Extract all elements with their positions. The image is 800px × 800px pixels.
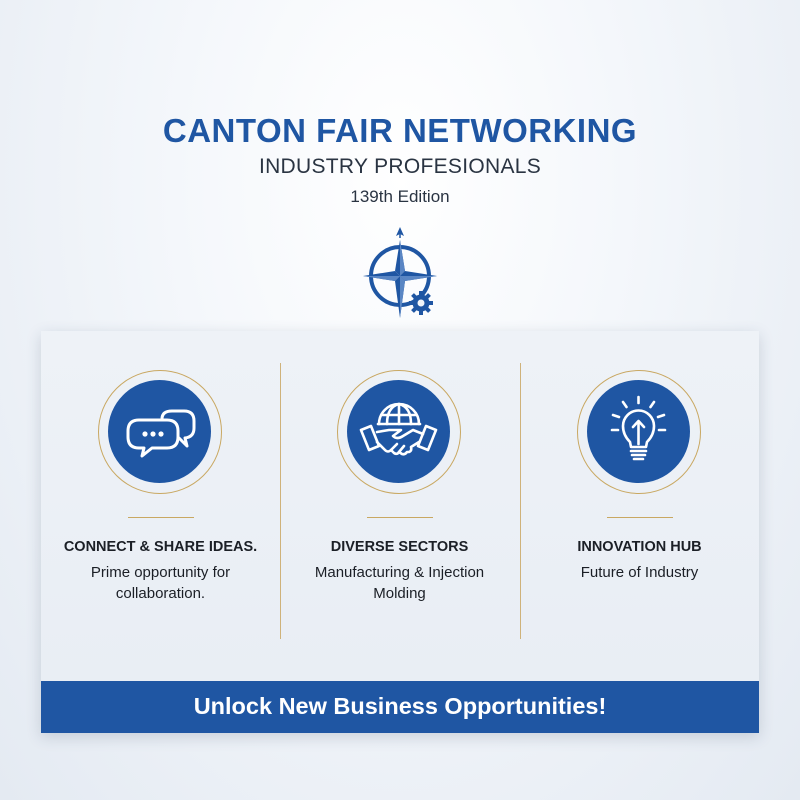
page-title: CANTON FAIR NETWORKING: [162, 112, 638, 149]
icon-ring: [337, 370, 461, 494]
icon-ring: [98, 370, 222, 494]
gold-rule: [128, 517, 194, 518]
column-divider: [280, 363, 281, 639]
feature-description: Manufacturing & Injection Molding: [314, 564, 485, 602]
header: CANTON FAIR NETWORKING INDUSTRY PROFESIO…: [0, 112, 800, 208]
feature-title: INNOVATION HUB: [577, 539, 702, 555]
feature-description: Future of Industry: [580, 564, 699, 581]
cta-banner: Unlock New Business Opportunities!: [41, 681, 759, 733]
edition-label: 139th Edition: [350, 187, 450, 206]
gold-rule: [607, 517, 673, 518]
gold-rule: [367, 517, 433, 518]
lightbulb-icon: [587, 380, 690, 483]
chat-bubbles-icon: [108, 380, 211, 483]
feature-description: Prime opportunity for collaboration.: [90, 564, 231, 602]
feature-innovation: INNOVATION HUB Future of Industry: [520, 331, 759, 681]
icon-ring: [577, 370, 701, 494]
feature-connect: CONNECT & SHARE IDEAS. Prime opportunity…: [41, 331, 280, 681]
page-subtitle: INDUSTRY PROFESIONALS: [258, 155, 542, 178]
column-divider: [520, 363, 521, 639]
feature-title: CONNECT & SHARE IDEAS.: [63, 539, 258, 555]
globe-handshake-icon: [347, 380, 450, 483]
feature-sectors: DIVERSE SECTORS Manufacturing & Injectio…: [280, 331, 519, 681]
feature-title: DIVERSE SECTORS: [330, 539, 469, 555]
features-panel: CONNECT & SHARE IDEAS. Prime opportunity…: [41, 331, 759, 733]
compass-gear-icon: [355, 224, 445, 324]
